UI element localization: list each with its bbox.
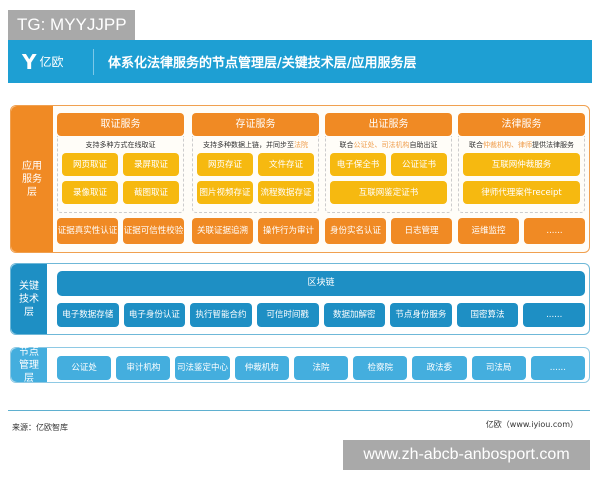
service-item: 图片视频存证 [197,181,253,204]
subtitle-part: 自助出证 [409,141,438,149]
blockchain-bar: 区块链 [57,271,585,296]
node-item: 检察院 [353,356,408,380]
node-item: 审计机构 [116,356,171,380]
column-subtitle: 支持多种方式在线取证 [62,139,179,153]
subtitle-part: 支持多种方式在线取证 [85,141,156,149]
support-item: ...... [524,218,585,244]
support-item: 身份实名认证 [325,218,386,244]
column-subtitle: 支持多种数据上链，并同步至法院 [197,139,314,153]
service-item: 网页存证 [197,153,253,176]
support-item: 运维监控 [458,218,519,244]
service-item: 网页取证 [62,153,118,176]
node-item: 政法委 [412,356,467,380]
column-subtitle: 联合仲裁机构、律师提供法律服务 [463,139,580,153]
site-credit: 亿欧（www.iyiou.com） [485,420,578,429]
node-item: 司法鉴定中心 [175,356,230,380]
support-item: 关联证据追溯 [192,218,253,244]
subtitle-part: 联合 [339,141,354,149]
service-column: 出证服务联合公证处、司法机构自助出证电子保全书公证证书互联网鉴定证书 [325,113,452,213]
node-row: 公证处审计机构司法鉴定中心仲裁机构法院检察院政法委司法局...... [57,356,585,380]
service-column: 法律服务联合仲裁机构、律师提供法律服务互联网仲裁服务律师代理案件receipt [458,113,585,213]
service-item: 录屏取证 [123,153,179,176]
logo-text: 亿欧 [39,55,64,69]
service-item: 录像取证 [62,181,118,204]
watermark-bottom: www.zh-abcb-anbosport.com [343,440,590,470]
node-item: 仲裁机构 [234,356,289,380]
source-note: 来源：亿欧智库 [12,423,68,432]
logo-mark: Y [22,49,37,74]
subtitle-part: 法院 [294,141,308,149]
service-column: 存证服务支持多种数据上链，并同步至法院网页存证文件存证图片视频存证流程数据存证 [192,113,319,213]
support-item: 操作行为审计 [258,218,319,244]
node-item: 司法局 [471,356,526,380]
node-item: ...... [530,356,585,380]
tech-item: ...... [523,303,585,327]
layer-label: 节点管理层 [11,347,47,384]
service-item: 律师代理案件receipt [463,181,580,204]
column-subtitle: 联合公证处、司法机构自助出证 [330,139,447,153]
service-item: 文件存证 [258,153,314,176]
service-grid: 电子保全书公证证书互联网鉴定证书 [330,153,447,204]
subtitle-part: 支持多种数据上链，并同步至 [203,141,294,149]
key-tech-row: 电子数据存储电子身份认证执行智能合约可信时间戳数据加解密节点身份服务国密算法..… [57,303,585,327]
service-item: 电子保全书 [330,153,386,176]
column-body: 支持多种数据上链，并同步至法院网页存证文件存证图片视频存证流程数据存证 [192,136,319,213]
bottom-row: 身份实名认证日志管理 [325,218,452,244]
tech-item: 节点身份服务 [390,303,452,327]
subtitle-part: 仲裁机构、律师 [483,141,532,149]
key-tech-layer: 关键技术层 区块链 电子数据存储电子身份认证执行智能合约可信时间戳数据加解密节点… [10,263,590,335]
app-service-layer: 应用服务层 取证服务支持多种方式在线取证网页取证录屏取证录像取证截图取证证据真实… [10,105,590,253]
column-body: 联合仲裁机构、律师提供法律服务互联网仲裁服务律师代理案件receipt [458,136,585,213]
support-item: 日志管理 [391,218,452,244]
subtitle-part: 提供法律服务 [532,141,574,149]
tech-item: 电子身份认证 [123,303,186,327]
bottom-row: 关联证据追溯操作行为审计 [192,218,319,244]
subtitle-part: 联合 [469,141,483,149]
column-title: 法律服务 [458,113,585,136]
service-item: 互联网仲裁服务 [463,153,580,176]
node-item: 法院 [293,356,349,380]
tech-item: 国密算法 [456,303,519,327]
service-grid: 互联网仲裁服务律师代理案件receipt [463,153,580,204]
service-column: 取证服务支持多种方式在线取证网页取证录屏取证录像取证截图取证 [57,113,184,213]
column-title: 出证服务 [325,113,452,136]
support-item: 证据真实性认证 [57,218,118,244]
service-item: 流程数据存证 [258,181,314,204]
layer-label: 应用服务层 [11,106,53,252]
column-title: 取证服务 [57,113,184,136]
tech-item: 执行智能合约 [190,303,252,327]
service-item: 截图取证 [123,181,179,204]
subtitle-part: 公证处、司法机构 [353,141,410,149]
layer-label: 关键技术层 [11,264,47,334]
tech-item: 数据加解密 [323,303,386,327]
service-grid: 网页取证录屏取证录像取证截图取证 [62,153,179,204]
service-item: 公证证书 [391,153,447,176]
column-body: 支持多种方式在线取证网页取证录屏取证录像取证截图取证 [57,136,184,213]
service-item: 互联网鉴定证书 [330,181,447,204]
column-title: 存证服务 [192,113,319,136]
page-title: 体系化法律服务的节点管理层/关键技术层/应用服务层 [108,56,417,71]
tech-item: 可信时间戳 [256,303,319,327]
node-item: 公证处 [57,356,112,380]
node-management-layer: 节点管理层 公证处审计机构司法鉴定中心仲裁机构法院检察院政法委司法局...... [10,347,590,384]
tech-item: 电子数据存储 [57,303,119,327]
column-body: 联合公证处、司法机构自助出证电子保全书公证证书互联网鉴定证书 [325,136,452,213]
support-item: 证据可信性校验 [123,218,184,244]
bottom-row: 证据真实性认证证据可信性校验 [57,218,184,244]
footer-divider [8,410,590,411]
watermark-top: TG: MYYJJPP [8,10,135,40]
service-grid: 网页存证文件存证图片视频存证流程数据存证 [197,153,314,204]
bottom-row: 运维监控...... [458,218,585,244]
